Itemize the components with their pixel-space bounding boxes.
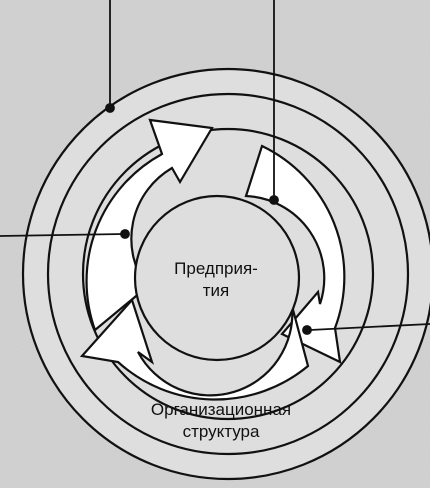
leader-line-left: [0, 233, 125, 237]
leader-dot-second: [269, 195, 279, 205]
leader-dot-left: [120, 229, 130, 239]
ring-inner: [133, 194, 301, 362]
leader-dot-right: [302, 325, 312, 335]
leader-line-right: [309, 323, 430, 331]
center-label-line1: Предприя-: [174, 259, 258, 278]
leader-dot-outer: [105, 103, 115, 113]
center-label-line2: тия: [203, 281, 230, 300]
outer-ring-label-line2: структура: [183, 422, 260, 441]
leader-lines: [0, 0, 430, 335]
arrow-lower: [79, 297, 310, 401]
arrow-upper: [85, 118, 214, 332]
outer-ring-label-line1: Организационная: [151, 400, 291, 419]
